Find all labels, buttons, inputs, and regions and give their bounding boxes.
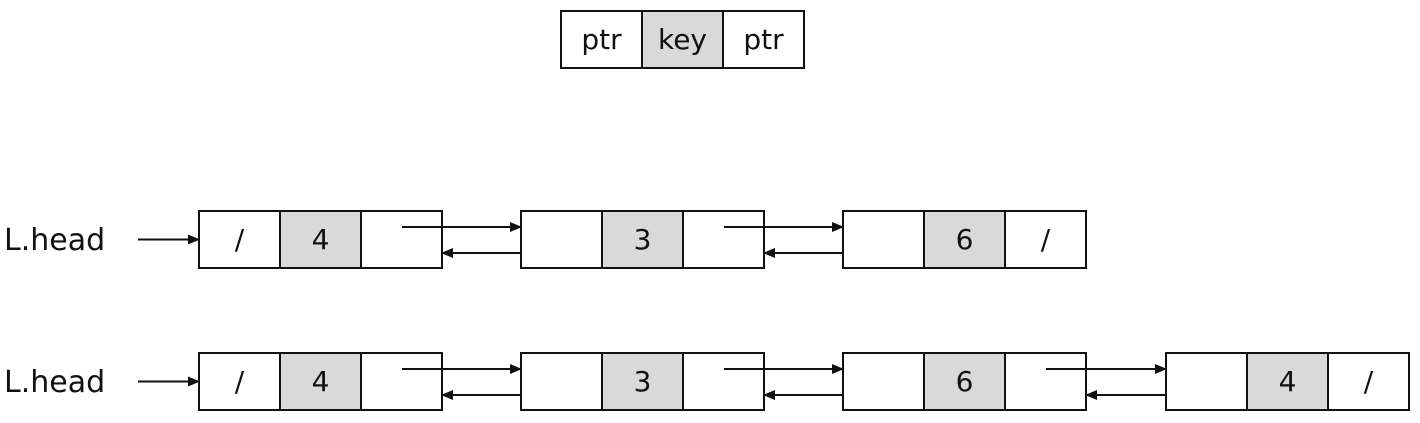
next-cell xyxy=(1004,210,1087,269)
key-value: 6 xyxy=(956,365,974,398)
legend-key-cell xyxy=(641,10,724,69)
key-value: 4 xyxy=(312,365,330,398)
prev-cell xyxy=(842,352,925,411)
key-cell xyxy=(1246,352,1329,411)
list-node: /4 xyxy=(198,210,443,269)
key-value: 3 xyxy=(634,365,652,398)
list-node: 3 xyxy=(520,352,765,411)
list-node: 6/ xyxy=(842,210,1087,269)
legend-ptr-label: ptr xyxy=(581,23,622,56)
key-value: 6 xyxy=(956,223,974,256)
next-cell xyxy=(360,352,443,411)
prev-cell xyxy=(1165,352,1248,411)
nil-marker: / xyxy=(235,223,245,256)
key-cell xyxy=(923,210,1006,269)
key-value: 4 xyxy=(1279,365,1297,398)
list-node: 3 xyxy=(520,210,765,269)
next-cell xyxy=(682,210,765,269)
head-label: L.head xyxy=(4,365,105,400)
key-value: 3 xyxy=(634,223,652,256)
nil-marker: / xyxy=(1041,223,1051,256)
nil-marker: / xyxy=(1364,365,1374,398)
legend-ptr-cell xyxy=(722,10,805,69)
list-node: 4/ xyxy=(1165,352,1410,411)
legend-ptr-label: ptr xyxy=(743,23,784,56)
node-legend: ptr key ptr xyxy=(560,10,805,69)
prev-cell xyxy=(520,210,603,269)
next-cell xyxy=(682,352,765,411)
legend-key-label: key xyxy=(658,23,707,56)
key-cell xyxy=(601,210,684,269)
prev-cell xyxy=(842,210,925,269)
nil-marker: / xyxy=(235,365,245,398)
list-node: 6 xyxy=(842,352,1087,411)
legend-ptr-cell xyxy=(560,10,643,69)
head-label: L.head xyxy=(4,223,105,258)
key-cell xyxy=(601,352,684,411)
next-cell xyxy=(1327,352,1410,411)
key-value: 4 xyxy=(312,223,330,256)
list-node: /4 xyxy=(198,352,443,411)
next-cell xyxy=(360,210,443,269)
next-cell xyxy=(1004,352,1087,411)
key-cell xyxy=(279,352,362,411)
prev-cell xyxy=(520,352,603,411)
prev-cell xyxy=(198,352,281,411)
